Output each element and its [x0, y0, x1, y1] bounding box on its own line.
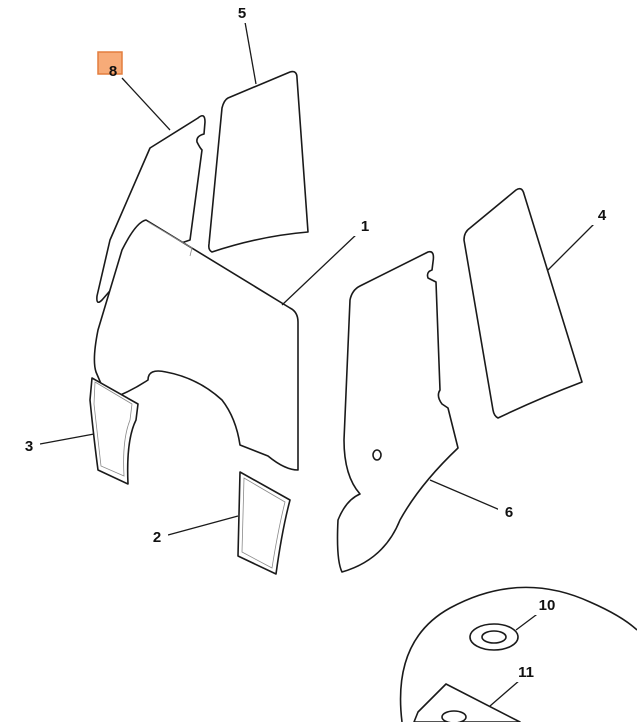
highlight-marker	[97, 51, 123, 75]
part-4-right-rear-glass[interactable]	[463, 187, 583, 419]
callout-label-11: 11	[518, 664, 534, 681]
callout-2[interactable]: 2	[146, 525, 168, 547]
leader-4	[547, 221, 597, 271]
leader-lines	[39, 21, 597, 707]
callout-1[interactable]: 1	[354, 214, 376, 236]
leader-5	[244, 21, 257, 85]
leader-8	[121, 77, 171, 131]
leader-6	[429, 479, 501, 511]
callout-5[interactable]: 5	[231, 1, 253, 23]
part-1-front-windscreen[interactable]	[93, 219, 299, 471]
part-6-right-door-glass[interactable]	[336, 250, 459, 573]
callout-6[interactable]: 6	[498, 500, 520, 522]
part-10-washer[interactable]	[469, 623, 519, 651]
callout-8[interactable]: 8	[109, 63, 117, 80]
callout-3[interactable]: 3	[18, 434, 40, 456]
leader-11	[489, 679, 521, 707]
callout-label-8: 8	[109, 63, 117, 80]
callout-4[interactable]: 4	[591, 203, 613, 225]
callout-label-10: 10	[539, 597, 556, 614]
part-5-upper-rear-glass[interactable]	[208, 70, 309, 253]
leader-2	[167, 515, 239, 536]
callout-label-1: 1	[361, 218, 369, 235]
callout-label-3: 3	[25, 438, 33, 455]
callout-11[interactable]: 11	[512, 660, 540, 682]
part-3-lower-left-glass[interactable]	[89, 377, 139, 485]
callout-label-6: 6	[505, 504, 513, 521]
callout-label-5: 5	[238, 5, 246, 22]
leader-3	[39, 433, 95, 445]
callout-label-4: 4	[598, 207, 607, 224]
callout-10[interactable]: 10	[533, 593, 561, 615]
detail-circle	[399, 586, 637, 722]
callout-label-2: 2	[153, 529, 161, 546]
part-2-lower-centre-glass[interactable]	[237, 471, 291, 575]
leader-1	[281, 232, 359, 306]
part-11-bracket[interactable]	[413, 683, 521, 722]
